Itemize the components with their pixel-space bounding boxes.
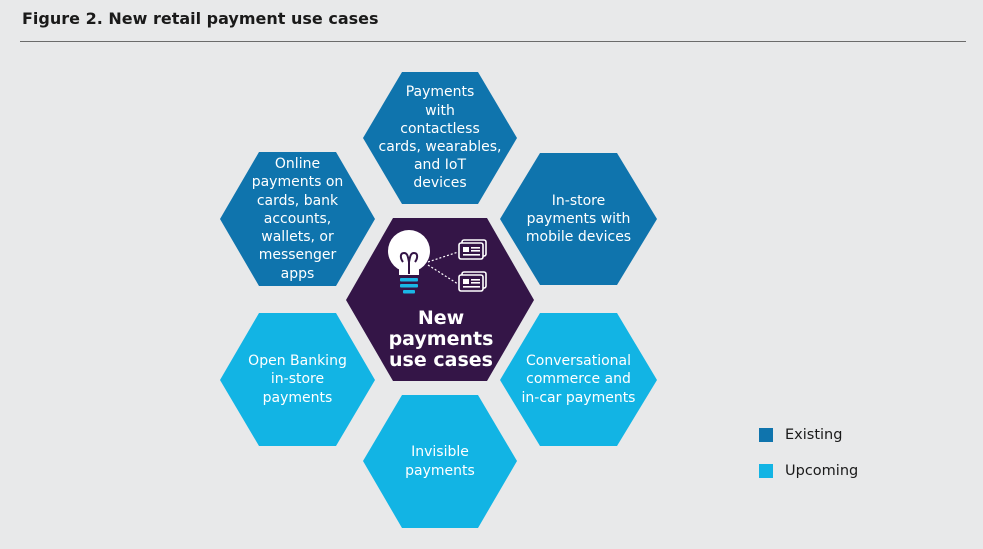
legend: Existing Upcoming (759, 425, 858, 497)
card-stack-icon (427, 239, 487, 292)
hex-conversational (500, 313, 657, 446)
hex-label-contactless: Payments with contactless cards, wearabl… (363, 72, 517, 204)
hex-label-line: Conversational (525, 353, 632, 370)
hex-open-banking (220, 313, 375, 446)
legend-item-upcoming: Upcoming (759, 461, 858, 481)
hex-label-line: in-car payments (521, 389, 636, 406)
legend-swatch-upcoming (759, 464, 773, 478)
hex-label-line: Open Banking (248, 353, 347, 370)
hex-label-line: devices (413, 175, 467, 192)
center-line: New (417, 307, 465, 329)
hex-label-line: cards, bank (256, 192, 339, 209)
center-line: payments (388, 328, 494, 350)
hex-label-conversational: Conversational commerce and in-car payme… (500, 313, 657, 446)
hex-label-line: payments on (251, 174, 344, 191)
hex-label-online: Online payments on cards, bank accounts,… (220, 152, 375, 286)
hex-label-line: wallets, or (261, 229, 334, 246)
legend-label: Existing (785, 427, 843, 443)
legend-swatch-existing (759, 428, 773, 442)
hex-label-line: commerce and (526, 371, 631, 388)
hex-label-line: accounts, (263, 210, 332, 227)
hex-label-line: Online (274, 156, 321, 173)
hex-label-line: and IoT (413, 157, 467, 174)
hex-label-line: payments (262, 389, 333, 406)
hex-online (220, 152, 375, 286)
hex-instore-mobile (500, 153, 657, 285)
lightbulb-icon (388, 230, 430, 294)
hex-label-line: apps (280, 265, 315, 282)
hex-contactless (363, 72, 517, 204)
figure-title: Figure 2. New retail payment use cases (22, 9, 379, 28)
hex-label-line: mobile devices (525, 229, 632, 246)
center-label: New payments use cases (356, 308, 526, 371)
hex-label-line: cards, wearables, (378, 139, 502, 155)
hex-label-line: Invisible (411, 444, 469, 461)
hex-label-invisible: Invisible payments (363, 395, 517, 528)
legend-item-existing: Existing (759, 425, 858, 445)
hex-label-line: messenger (258, 247, 337, 264)
center-line: use cases (389, 349, 493, 371)
legend-label: Upcoming (785, 463, 859, 479)
title-divider (20, 41, 966, 42)
hex-label-line: contactless (400, 120, 480, 137)
hex-label-line: in-store (270, 371, 325, 388)
hex-invisible (363, 395, 517, 528)
hex-label-open-banking: Open Banking in-store payments (220, 313, 375, 446)
hex-label-line: with (425, 102, 455, 119)
hex-label-line: In-store (551, 192, 606, 209)
hex-label-line: Payments (405, 84, 475, 101)
hex-label-line: payments with (526, 210, 631, 227)
hex-label-line: payments (405, 462, 475, 479)
hex-label-instore-mobile: In-store payments with mobile devices (500, 153, 657, 285)
